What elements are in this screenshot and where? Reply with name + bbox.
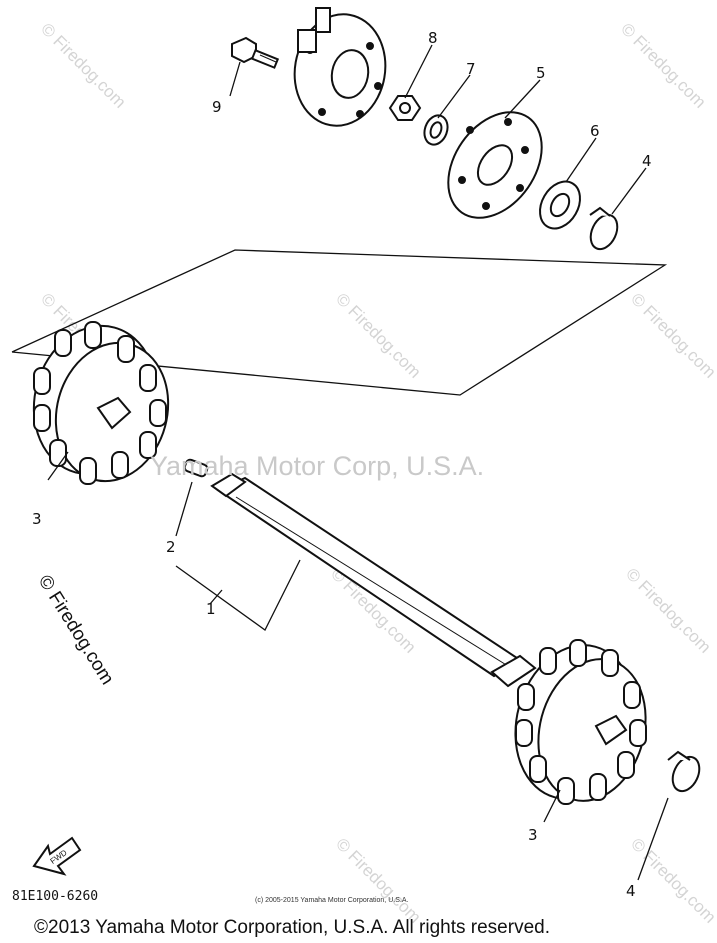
sprocket-right (514, 639, 647, 805)
callout-8: 8 (428, 29, 438, 47)
callout-5: 5 (536, 64, 546, 82)
watermark-tile: © Firedog.com (617, 19, 709, 111)
bearing-part (539, 180, 581, 230)
small-copyright-notice: (c) 2005-2015 Yamaha Motor Corporation, … (255, 897, 408, 904)
callout-3-left: 3 (32, 510, 42, 528)
watermark-tile: © Firedog.com (37, 19, 129, 111)
callout-2: 2 (166, 538, 176, 556)
callout-4-bottom: 4 (626, 882, 636, 900)
clamp-part-top (589, 206, 619, 251)
bolt-part (231, 36, 280, 69)
shaft-part (210, 472, 537, 688)
callout-1: 1 (206, 600, 216, 618)
callout-4-top: 4 (642, 152, 652, 170)
callout-3-right: 3 (528, 826, 538, 844)
watermark-tile: © Firedog.com (332, 834, 424, 926)
watermark-tile: © Firedog.com (622, 564, 714, 656)
callout-9: 9 (212, 98, 222, 116)
clamp-part-bottom (667, 750, 701, 793)
plate-part (447, 111, 543, 219)
assembly-outline (11, 249, 668, 396)
nut-part (388, 95, 422, 121)
washer-part (423, 114, 449, 146)
callout-6: 6 (590, 122, 600, 140)
watermark-tile: © Firedog.com (627, 834, 717, 926)
callout-labels: 1 2 3 3 4 4 5 6 7 8 9 (32, 29, 652, 900)
sprocket-left (32, 321, 170, 485)
watermark-tile: © Firedog.com (627, 289, 717, 381)
callout-7: 7 (466, 60, 476, 78)
housing-part (293, 7, 387, 127)
pin-part (183, 458, 209, 478)
diagram-code: 81E100-6260 (12, 889, 98, 904)
watermark-firedog-left: © Firedog.com (34, 572, 118, 689)
footer-copyright: ©2013 Yamaha Motor Corporation, U.S.A. A… (34, 917, 550, 938)
watermark-center: Yamaha Motor Corp, U.S.A. (150, 451, 484, 481)
leader-lines (47, 44, 669, 881)
watermark-tile: © Firedog.com (332, 289, 424, 381)
fwd-arrow-icon: FWD (32, 836, 82, 876)
